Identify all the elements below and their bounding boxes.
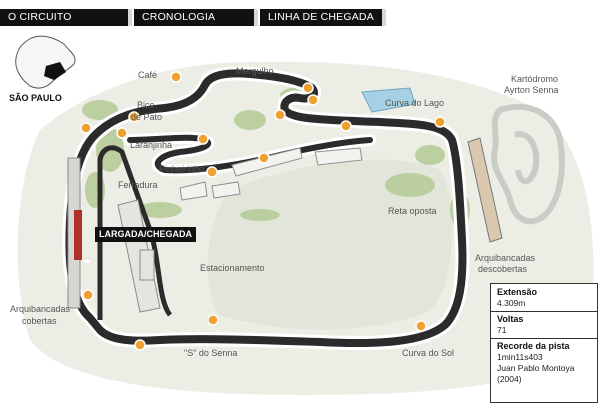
kartodromo-track xyxy=(491,103,565,225)
label-mergulho: Mergulho xyxy=(236,66,274,76)
extensao-label: Extensão xyxy=(497,287,538,297)
divider xyxy=(491,338,597,339)
recorde-label: Recorde da pista xyxy=(497,341,570,351)
label-arquibancadas-cobertas-line2: cobertas xyxy=(22,316,57,326)
tab-linha-de-chegada[interactable]: LINHA DE CHEGADA xyxy=(260,9,382,26)
recorde-time: 1min11s403 xyxy=(497,352,543,362)
voltas-label: Voltas xyxy=(497,314,524,324)
brazil-outline xyxy=(15,35,76,89)
grandstands-uncovered xyxy=(467,137,503,243)
label-kartodromo-line1: Kartódromo xyxy=(511,74,558,84)
recorde-driver: Juan Pablo Montoya xyxy=(497,363,575,373)
label-bico-line2: de Pato xyxy=(131,112,162,122)
label-laranjinha: Laranjinha xyxy=(130,140,172,150)
label-estacionamento: Estacionamento xyxy=(200,263,265,273)
label-pinheirinho: Pinheirinho xyxy=(159,164,204,174)
label-reta-oposta: Reta oposta xyxy=(388,206,437,216)
label-bico-line1: Bico xyxy=(137,100,155,110)
tab-separator xyxy=(382,9,386,26)
label-s-do-senna: "S" do Senna xyxy=(184,348,237,358)
label-arquibancadas-descobertas-line1: Arquibancadas xyxy=(475,253,536,263)
label-kartodromo-line2: Ayrton Senna xyxy=(504,85,558,95)
divider xyxy=(491,311,597,312)
extensao-value: 4.309m xyxy=(497,298,526,308)
label-curva-do-sol: Curva do Sol xyxy=(402,348,454,358)
label-cafe: Café xyxy=(138,70,157,80)
tab-separator xyxy=(254,9,258,26)
largada-chegada-label: LARGADA/CHEGADA xyxy=(95,227,196,242)
label-ferradura: Ferradura xyxy=(118,180,158,190)
circuit-map: Café Mergulho Bico de Pato Laranjinha Pi… xyxy=(0,26,600,406)
start-finish-line xyxy=(84,260,90,263)
tab-bar: O CIRCUITO CRONOLOGIA LINHA DE CHEGADA xyxy=(0,0,600,26)
grandstands-covered xyxy=(67,157,82,309)
brazil-locator-map: SÃO PAULO xyxy=(9,35,76,103)
label-curva-do-lago: Curva do Lago xyxy=(385,98,444,108)
sao-paulo-state xyxy=(44,62,66,80)
voltas-value: 71 xyxy=(497,325,507,335)
recorde-year: (2004) xyxy=(497,374,522,384)
tab-cronologia[interactable]: CRONOLOGIA xyxy=(134,9,254,26)
inner-field xyxy=(207,159,453,330)
tab-separator xyxy=(128,9,132,26)
state-label: SÃO PAULO xyxy=(9,93,62,103)
label-arquibancadas-descobertas-line2: descobertas xyxy=(478,264,528,274)
tab-o-circuito[interactable]: O CIRCUITO xyxy=(0,9,128,26)
corner-markers xyxy=(80,71,446,351)
map-labels: Café Mergulho Bico de Pato Laranjinha Pi… xyxy=(10,66,558,358)
track-info-box: Extensão 4.309m Voltas 71 Recorde da pis… xyxy=(490,283,598,403)
lake xyxy=(361,87,416,113)
label-arquibancadas-cobertas-line1: Arquibancadas xyxy=(10,304,71,314)
